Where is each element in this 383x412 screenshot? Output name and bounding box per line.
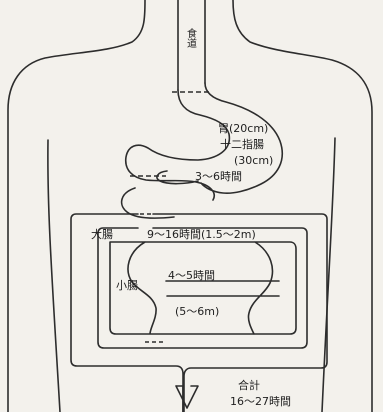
large-intestine-inner — [97, 227, 308, 349]
stomach-outline — [124, 82, 284, 201]
label-stomach: 胃(20cm) — [218, 122, 268, 135]
label-small-intestine: 小腸 — [116, 279, 138, 292]
large-intestine-outer — [70, 213, 328, 412]
small-intestine-outline — [109, 241, 297, 335]
label-duodenum-length: (30cm) — [234, 154, 273, 167]
label-esophagus: 食道 — [185, 27, 197, 48]
torso-inner-right — [321, 137, 336, 412]
label-small-intestine-length: (5～6m) — [175, 305, 219, 318]
torso-inner-left — [47, 139, 61, 412]
label-large-intestine: 大腸 — [91, 227, 113, 241]
label-total-time: 16～27時間 — [230, 395, 291, 408]
label-small-intestine-time: 4～5時間 — [168, 269, 215, 282]
label-duodenum: 十二指腸 — [220, 137, 264, 151]
label-large-intestine-time: 9～16時間(1.5～2m) — [147, 228, 256, 241]
label-total: 合計 — [238, 378, 260, 392]
label-stomach-time: 3～6時間 — [195, 170, 242, 183]
torso-outline — [7, 0, 373, 412]
exit-arrow — [175, 385, 199, 412]
duodenum-loop — [120, 170, 199, 219]
